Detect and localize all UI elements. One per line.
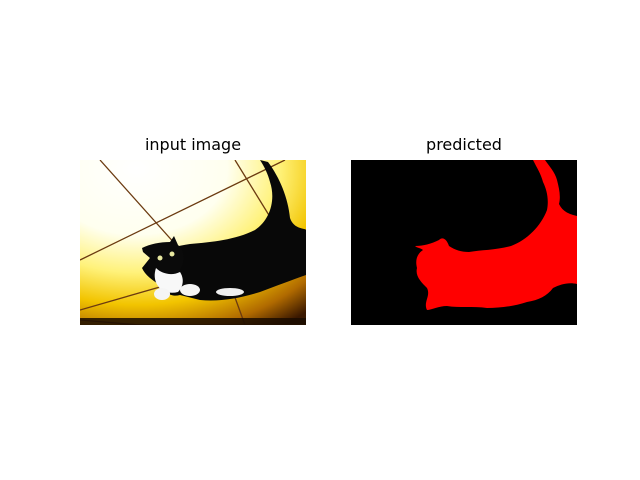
predicted-mask-panel	[351, 160, 577, 325]
mask-foreground-cat	[415, 160, 577, 310]
panel-title-input-image: input image	[144, 135, 242, 154]
panel-title-predicted: predicted	[426, 135, 502, 154]
predicted-mask	[351, 160, 577, 325]
input-image	[80, 160, 306, 325]
cat-silhouette	[142, 160, 306, 301]
input-image-panel	[80, 160, 306, 325]
